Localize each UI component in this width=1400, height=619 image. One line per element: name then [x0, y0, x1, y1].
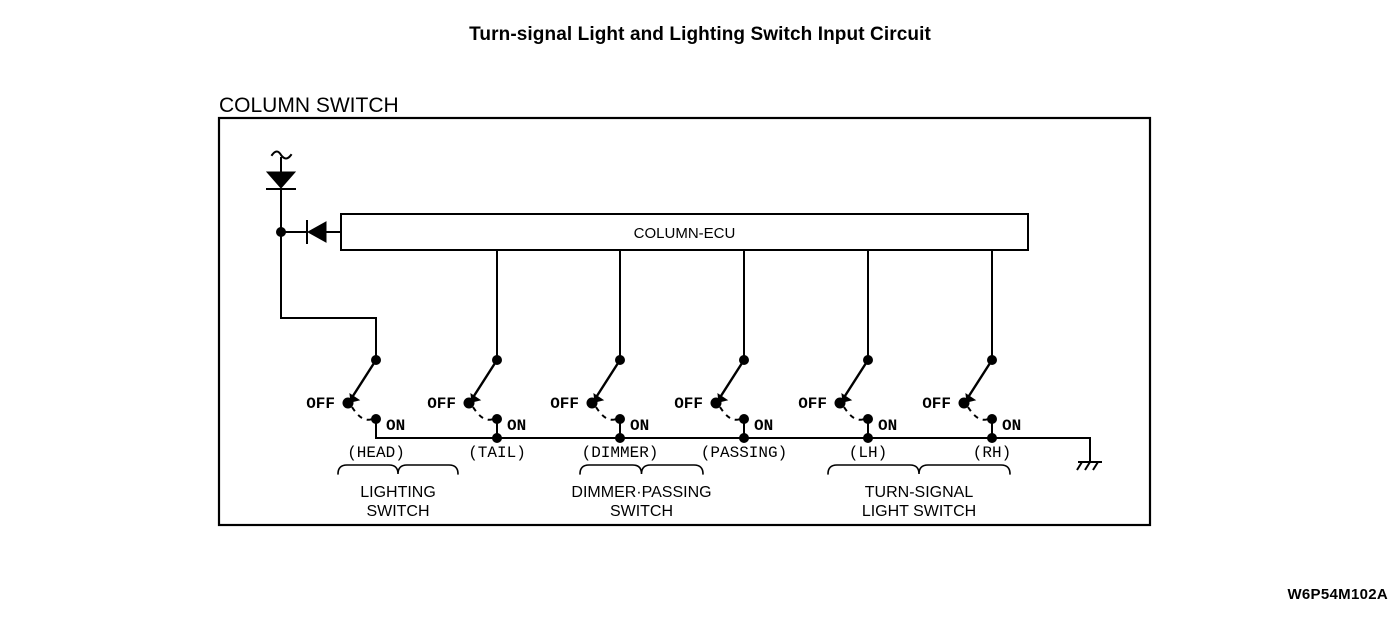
switch-group-dimmer-passing-label-line2: SWITCH	[610, 503, 673, 520]
switch-tail-name-label: (TAIL)	[468, 444, 526, 462]
switch-rh-off-contact-dot	[958, 397, 970, 409]
squiggle-icon	[270, 150, 293, 160]
switch-dimmer-dashed-arc	[595, 406, 617, 421]
switch-dimmer-off-label: OFF	[550, 395, 579, 413]
column-ecu-label: COLUMN-ECU	[634, 225, 736, 242]
switch-head-dashed-arc	[351, 406, 373, 421]
switch-rh-name-label: (RH)	[973, 444, 1011, 462]
switch-group-dimmer-passing-label-line1: DIMMER·PASSING	[571, 484, 711, 501]
switch-head-name-label: (HEAD)	[347, 444, 405, 462]
switch-group-dimmer-passing-brace	[579, 464, 704, 475]
ground-hatch-1	[1076, 461, 1083, 471]
switch-rh[interactable]: OFF ON (RH)	[922, 355, 1021, 462]
switch-group-layer: LIGHTING SWITCH DIMMER·PASSING SWITCH TURN-S…	[337, 464, 1011, 520]
column-switch-enclosure	[217, 116, 1152, 527]
switch-lh-on-label: ON	[878, 417, 897, 435]
switch-passing[interactable]: OFF ON (PASSING)	[674, 355, 787, 462]
switch-group-turn-signal-brace	[827, 464, 1011, 475]
switch-head[interactable]: OFF ON (HEAD)	[306, 355, 405, 462]
column-switch-label: COLUMN SWITCH	[219, 94, 399, 117]
switch-group-lighting-label-line1: LIGHTING	[360, 484, 436, 501]
switch-group-dimmer-passing: DIMMER·PASSING SWITCH	[571, 464, 712, 520]
ground-hatch-2	[1084, 461, 1091, 471]
switch-lh-off-contact-dot	[834, 397, 846, 409]
switch-group-turn-signal-label-line1: TURN-SIGNAL	[865, 484, 974, 501]
switch-dimmer[interactable]: OFF ON (DIMMER)	[550, 355, 658, 462]
switch-dimmer-name-label: (DIMMER)	[582, 444, 659, 462]
switch-tail-dashed-arc	[472, 406, 494, 421]
head-switch-feed-wire	[280, 231, 377, 361]
page-title: Turn-signal Light and Lighting Switch In…	[469, 24, 931, 45]
switch-passing-dashed-arc	[719, 406, 741, 421]
switch-rh-dashed-arc	[967, 406, 989, 421]
switch-lh-blade[interactable]	[841, 358, 870, 401]
common-ground-rail	[375, 437, 1091, 463]
switch-lh-off-label: OFF	[798, 395, 827, 413]
diode-left-icon	[306, 221, 327, 243]
switch-lh-rail-junction-dot	[863, 433, 873, 443]
switch-tail-off-label: OFF	[427, 395, 456, 413]
diode-down-icon	[265, 171, 297, 189]
switch-dimmer-on-label: ON	[630, 417, 649, 435]
switch-tail-blade[interactable]	[470, 358, 499, 401]
reference-code: W6P54M102A	[1287, 586, 1388, 603]
switch-dimmer-off-contact-dot	[586, 397, 598, 409]
switch-lh-name-label: (LH)	[849, 444, 887, 462]
switch-tail-off-contact-dot	[463, 397, 475, 409]
switch-tail-on-label: ON	[507, 417, 526, 435]
switch-group-turn-signal-label-line2: LIGHT SWITCH	[862, 503, 976, 520]
switch-group-turn-signal: TURN-SIGNAL LIGHT SWITCH	[827, 464, 1011, 520]
switch-passing-on-label: ON	[754, 417, 773, 435]
switch-head-off-label: OFF	[306, 395, 335, 413]
switch-tail-rail-junction-dot	[492, 433, 502, 443]
switch-group-lighting-brace	[337, 464, 459, 475]
switch-layer: OFF ON (HEAD) OFF ON (TAIL) OFF ON (DIMMER) OFF ON…	[306, 355, 1021, 462]
switch-passing-blade[interactable]	[717, 358, 746, 401]
column-ecu-box	[340, 213, 1029, 251]
switch-group-lighting: LIGHTING SWITCH	[337, 464, 459, 520]
switch-rh-rail-junction-dot	[987, 433, 997, 443]
switch-lh[interactable]: OFF ON (LH)	[798, 355, 897, 462]
ground-hatch-3	[1092, 461, 1099, 471]
switch-passing-off-contact-dot	[710, 397, 722, 409]
switch-head-off-contact-dot	[342, 397, 354, 409]
switch-passing-name-label: (PASSING)	[701, 444, 787, 462]
switch-passing-rail-junction-dot	[739, 433, 749, 443]
switch-rh-blade[interactable]	[965, 358, 994, 401]
switch-group-lighting-label-line2: SWITCH	[366, 503, 429, 520]
switch-dimmer-blade[interactable]	[593, 358, 622, 401]
switch-head-blade[interactable]	[349, 358, 378, 401]
switch-lh-dashed-arc	[843, 406, 865, 421]
switch-head-on-label: ON	[386, 417, 405, 435]
switch-dimmer-rail-junction-dot	[615, 433, 625, 443]
switch-rh-on-label: ON	[1002, 417, 1021, 435]
switch-passing-off-label: OFF	[674, 395, 703, 413]
switch-rh-off-label: OFF	[922, 395, 951, 413]
switch-tail[interactable]: OFF ON (TAIL)	[427, 355, 526, 462]
